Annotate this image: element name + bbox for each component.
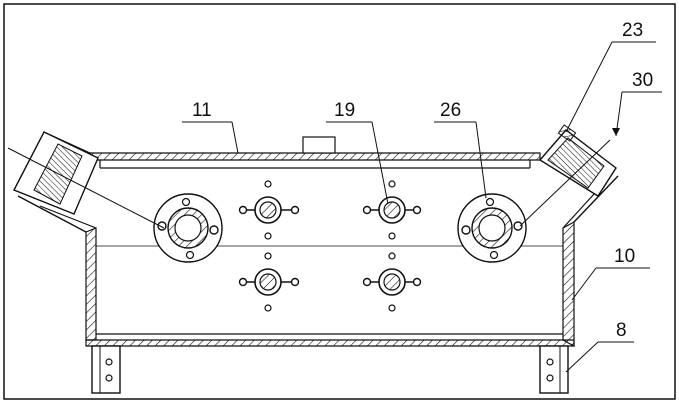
label-23: 23 — [622, 20, 643, 41]
right-bearing-flange — [457, 193, 527, 263]
label-11: 11 — [192, 100, 212, 121]
small-bearing-bottom-right — [362, 252, 422, 312]
left-bearing-flange — [153, 193, 223, 263]
drawing-border — [3, 3, 676, 400]
support-leg-right — [539, 345, 569, 394]
label-26: 26 — [440, 100, 461, 121]
top-lid-plate — [89, 136, 541, 169]
label-8: 8 — [616, 320, 627, 341]
small-bearing-bottom-left — [238, 252, 300, 312]
small-bearing-top-right — [362, 180, 422, 240]
leader-lines — [7, 41, 662, 373]
label-10: 10 — [614, 246, 635, 267]
housing-body — [17, 175, 619, 348]
support-leg-left — [91, 345, 121, 394]
small-bearing-top-left — [238, 180, 300, 240]
right-inclined-coil — [538, 124, 617, 197]
label-30: 30 — [632, 70, 653, 91]
label-19: 19 — [334, 100, 355, 121]
lid-handle — [302, 136, 336, 154]
